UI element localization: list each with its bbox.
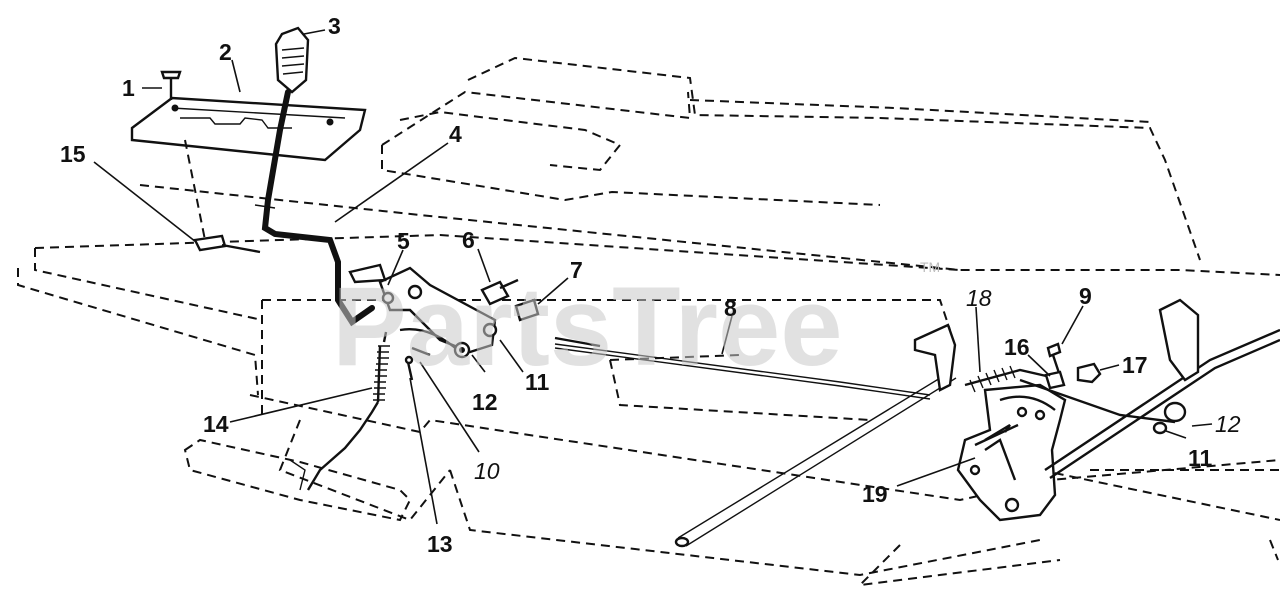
callout-14: 14	[203, 411, 229, 437]
callout-12-right: 12	[1215, 411, 1241, 437]
callout-16: 16	[1004, 334, 1030, 360]
right-spring	[964, 365, 1056, 393]
cross-shaft	[1019, 298, 1280, 479]
callout-7: 7	[570, 257, 583, 283]
cotter-pin	[404, 355, 414, 381]
spring	[306, 331, 390, 491]
frame-outline	[17, 56, 1280, 587]
callout-1: 1	[122, 75, 135, 101]
callout-2: 2	[219, 39, 232, 65]
diagonal-shaft	[674, 371, 957, 548]
callout-3: 3	[328, 13, 341, 39]
callout-19: 19	[862, 481, 888, 507]
callout-labels: 1 2 3 4 5 6 7 8 9 10 11 11 12 12 13 14 1…	[60, 13, 1241, 557]
mount-bracket	[193, 234, 261, 254]
right-hardware	[984, 342, 1187, 442]
shift-lever	[254, 89, 375, 327]
callout-8: 8	[724, 295, 737, 321]
callout-12-left: 12	[472, 389, 498, 415]
bolt	[514, 298, 540, 322]
callout-5: 5	[397, 228, 410, 254]
lower-bracket	[183, 438, 412, 522]
right-bracket	[913, 323, 957, 392]
shift-knob	[274, 26, 310, 94]
callout-15: 15	[60, 141, 86, 167]
callout-10: 10	[474, 458, 500, 484]
watermark-text: PartsTree	[332, 264, 843, 389]
callout-4: 4	[449, 121, 462, 147]
callout-11-left: 11	[525, 369, 550, 395]
callout-13: 13	[427, 531, 453, 557]
control-rod	[554, 336, 931, 400]
callout-17: 17	[1122, 352, 1148, 378]
leader-lines	[93, 29, 1213, 525]
callout-6: 6	[462, 227, 475, 253]
watermark-tm: TM	[920, 259, 940, 275]
linkage-plate	[348, 263, 498, 359]
right-plate	[956, 383, 1067, 522]
clevis-pin	[480, 278, 519, 306]
screw	[160, 70, 182, 100]
callout-18: 18	[966, 285, 992, 311]
callout-11-right: 11	[1188, 445, 1213, 471]
callout-9: 9	[1079, 283, 1092, 309]
